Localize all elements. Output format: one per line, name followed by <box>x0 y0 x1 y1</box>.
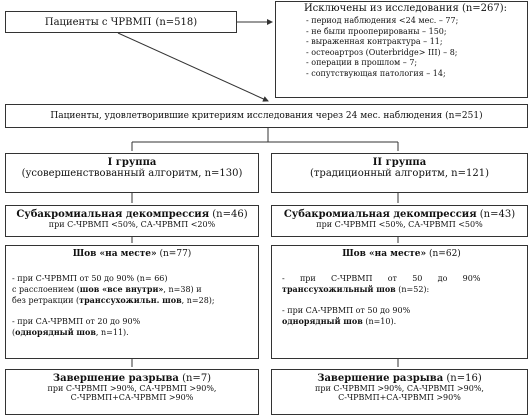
group2-decompression-criteria: при С-ЧРВМП <50%, СА-ЧРВМП <50% <box>316 220 483 229</box>
group2-completion-line1: при С-ЧРВМП >90%, СА-ЧРВМП >90%, <box>315 384 484 393</box>
group1-suture-title: Шов «на месте» <box>72 249 157 259</box>
exclusion-item: - выраженная контрактура – 11; <box>306 37 443 47</box>
group2-subtitle: (традиционный алгоритм, n=121) <box>310 168 489 179</box>
group1-decompression-count: (n=46) <box>212 209 248 220</box>
exclusion-item: - не были прооперированы – 150; <box>306 26 447 36</box>
patients-box: Пациенты с ЧРВМП (n=518) <box>5 11 237 33</box>
group1-decompression-box: Субакромиальная декомпрессия (n=46) при … <box>5 205 259 237</box>
group1-suture-line3b: транссухожильн. шов <box>79 295 182 305</box>
group2-completion-box: Завершение разрыва (n=16) при С-ЧРВМП >9… <box>271 369 528 415</box>
group1-completion-box: Завершение разрыва (n=7) при С-ЧРВМП >90… <box>5 369 259 415</box>
exclusion-item: - остеоартроз (Outerbridge> III) – 8; <box>306 47 458 57</box>
group1-suture-line2a: с расслоением ( <box>12 285 80 294</box>
group1-suture-count: (n=77) <box>159 249 192 259</box>
group2-title: II группа <box>372 157 427 168</box>
group1-suture-line3c: , n=28); <box>181 296 215 305</box>
group1-decompression-criteria: при С-ЧРВМП <50%, СА-ЧРВМП <20% <box>48 220 216 229</box>
group2-suture-line2a: транссухожильный шов <box>282 284 396 294</box>
group1-completion-line2: С-ЧРВМП+СА-ЧРВМП >90% <box>70 393 194 402</box>
group2-box: II группа (традиционный алгоритм, n=121) <box>271 153 528 193</box>
group1-suture-line2c: , n=38) и <box>163 285 202 294</box>
group1-suture-line2b: шов «все внутри» <box>79 284 164 294</box>
group1-completion-count: (n=7) <box>182 373 212 384</box>
group1-title: I группа <box>107 157 157 168</box>
group1-box: I группа (усовершенствованный алгоритм, … <box>5 153 259 193</box>
group1-suture-line1: - при С-ЧРВМП от 50 до 90% (n= 66) <box>12 274 168 283</box>
patients-count: (n=518) <box>155 16 198 28</box>
criteria-box: Пациенты, удовлетворившие критериям иссл… <box>5 104 528 128</box>
group2-decompression-title: Субакромиальная декомпрессия <box>283 209 477 220</box>
group1-suture-box: Шов «на месте» (n=77) - при С-ЧРВМП от 5… <box>5 245 259 359</box>
criteria-text: Пациенты, удовлетворившие критериям иссл… <box>50 111 483 121</box>
group2-completion-title: Завершение разрыва <box>317 373 444 384</box>
group2-suture-title: Шов «на месте» <box>342 249 427 259</box>
exclusion-box: Исключены из исследования (n=267): - пер… <box>275 1 528 98</box>
exclusion-item: - период наблюдения <24 мес. – 77; <box>306 16 459 25</box>
group2-suture-line4a: однорядный шов <box>282 316 363 326</box>
patients-label: Пациенты с ЧРВМП <box>44 16 152 28</box>
group1-suture-line5a: однорядный шов <box>15 327 96 337</box>
exclusion-item: - операции в прошлом – 7; <box>306 58 418 68</box>
arrow-to-criteria <box>117 32 269 102</box>
exclusion-item: - сопутствующая патология – 14; <box>306 68 446 78</box>
group2-suture-line1: - при С-ЧРВМП от 50 до 90% <box>282 274 481 283</box>
group1-suture-line5b: , n=11). <box>95 328 129 337</box>
group2-decompression-count: (n=43) <box>479 209 516 220</box>
exclusion-count: (n=267): <box>461 3 508 14</box>
group2-suture-box: Шов «на месте» (n=62) - при С-ЧРВМП от 5… <box>271 245 528 359</box>
group1-completion-title: Завершение разрыва <box>52 373 179 384</box>
group1-suture-line4: - при СА-ЧРВМП от 20 до 90% <box>12 317 141 326</box>
group2-completion-count: (n=16) <box>446 373 482 384</box>
group2-suture-count: (n=62) <box>429 249 461 259</box>
exclusion-list: - период наблюдения <24 мес. – 77; - не … <box>284 16 527 80</box>
group2-decompression-box: Субакромиальная декомпрессия (n=43) при … <box>271 205 528 237</box>
group1-subtitle: (усовершенствованный алгоритм, n=130) <box>21 168 243 179</box>
group1-completion-line1: при С-ЧРВМП >90%, СА-ЧРВМП >90%, <box>47 384 217 393</box>
exclusion-title: Исключены из исследования <box>303 3 459 14</box>
group2-suture-line2b: (n=52): <box>395 285 430 294</box>
group2-suture-line3: - при СА-ЧРВМП от 50 до 90% <box>282 306 411 315</box>
group1-suture-line3a: без ретракции ( <box>12 296 80 305</box>
group1-decompression-title: Субакромиальная декомпрессия <box>16 209 210 220</box>
group2-completion-line2: С-ЧРВМП+СА-ЧРВМП >90% <box>338 393 461 402</box>
group2-suture-line4b: (n=10). <box>362 317 397 326</box>
